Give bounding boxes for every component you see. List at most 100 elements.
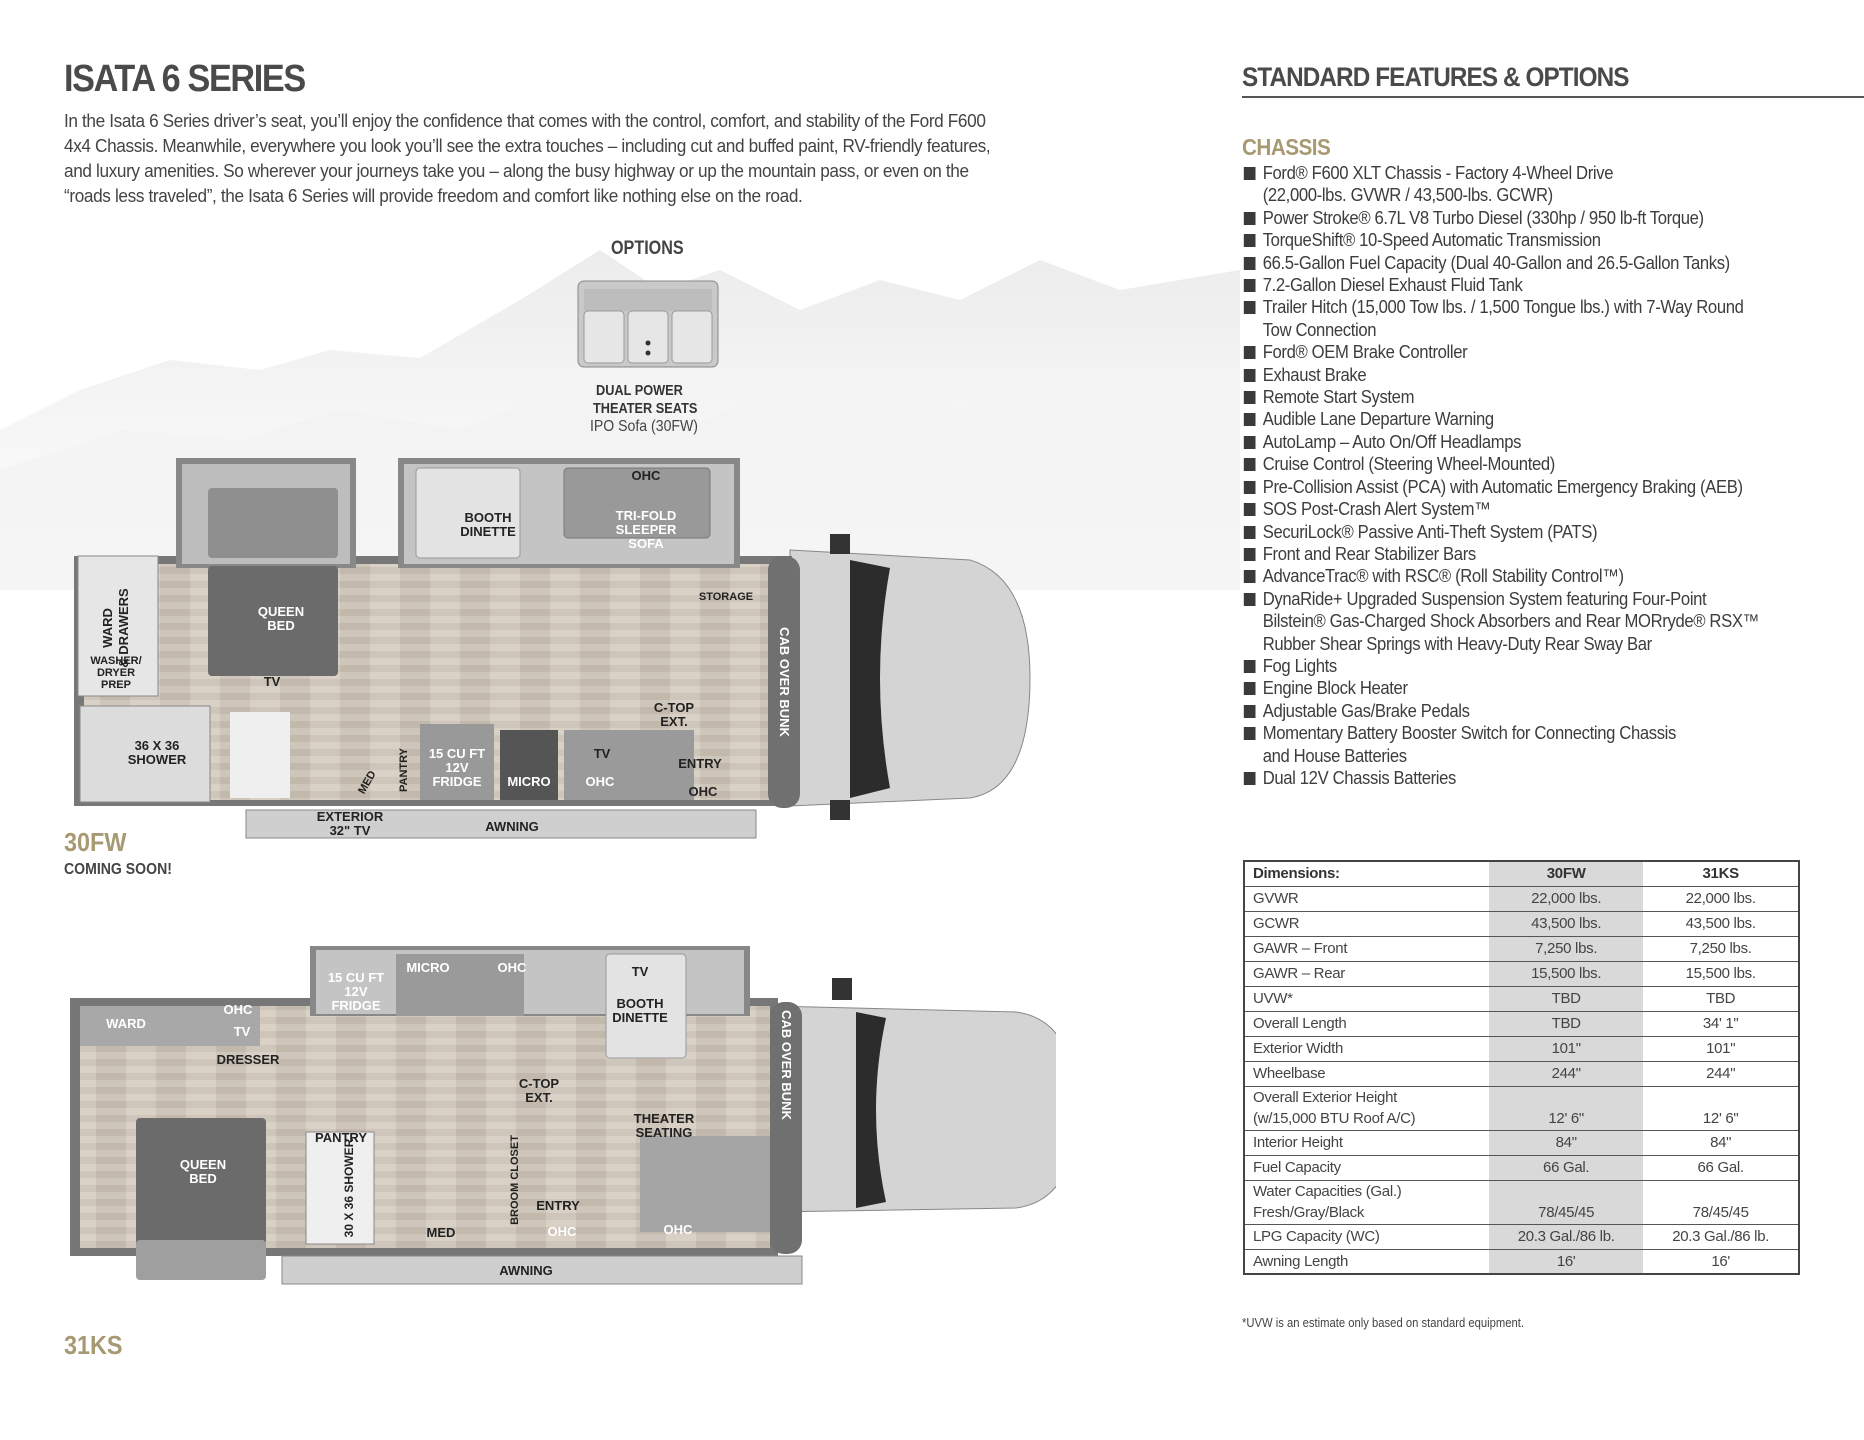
bullet-square-icon [1243,704,1256,718]
fp30-label-washer: WASHER/ [90,655,141,667]
fp31-label-tv: TV [632,964,649,979]
table-header-row: Dimensions: 30FW 31KS [1244,861,1799,887]
fp31-label-bed: BED [189,1171,216,1186]
feature-item: Ford® OEM Brake Controller [1242,341,1863,363]
fp30-label-fridge-12v: 12V [445,760,468,775]
fp31-label-ohc-theater: OHC [664,1222,694,1237]
options-line-3: IPO Sofa (30FW) [590,418,698,435]
model-31ks-title: 31KS [64,1330,123,1360]
table-header-cell: Dimensions: [1244,861,1490,887]
fp30-label-exterior-tv: 32" TV [330,823,371,838]
fp30-label-bed: BED [267,618,294,633]
fp30-label-ohc-entry: OHC [689,784,719,799]
feature-item: Momentary Battery Booster Switch for Con… [1242,722,1863,744]
fp30-label-booth: BOOTH [465,510,512,525]
fp31-label-ohc-entry: OHC [548,1224,578,1239]
fp30-label-ward: WARD [100,608,115,648]
bullet-square-icon [1243,525,1256,539]
model-30fw-title: 30FW [64,827,127,857]
fp30-label-sleeper: SLEEPER [616,522,677,537]
fp31-label-fridge-size: 15 CU FT [328,970,384,985]
fp30-label-fridge-size: 15 CU FT [429,746,485,761]
bullet-square-icon [1243,435,1256,449]
fp30-label-entry: ENTRY [678,756,722,771]
bullet-square-icon [1243,503,1256,517]
fp30-label-pantry: PANTRY [398,747,410,792]
fp31-label-fridge: FRIDGE [331,998,380,1013]
fp31-label-seating: SEATING [636,1125,693,1140]
fp30-label-tv: TV [264,674,281,689]
features-section-chassis: CHASSIS [1242,134,1331,160]
fp30-label-exterior: EXTERIOR [317,809,384,824]
bullet-square-icon [1243,346,1256,360]
feature-item: Audible Lane Departure Warning [1242,408,1863,430]
fp31-label-ohc-bedroom: OHC [224,1002,254,1017]
fp31-label-ctop-ext: EXT. [525,1090,552,1105]
table-header-cell: 30FW [1489,861,1644,887]
fp30-label-micro: MICRO [507,774,550,789]
fp30-label-drawers: & DRAWERS [116,588,131,668]
fp31-label-dresser: DRESSER [217,1052,280,1067]
feature-item: Cruise Control (Steering Wheel-Mounted) [1242,453,1863,475]
options-title: OPTIONS [611,238,684,259]
fp31-label-ohc-kitchen: OHC [498,960,528,975]
fp30-label-shower-size: 36 X 36 [135,738,180,753]
fp30-label-fridge: FRIDGE [432,774,481,789]
feature-item: SecuriLock® Passive Anti-Theft System (P… [1242,521,1863,543]
feature-item: Fog Lights [1242,655,1863,677]
table-row: Overall Exterior Height(w/15,000 BTU Roo… [1244,1086,1799,1131]
fp31-label-cab-over-bunk: CAB OVER BUNK [779,1010,794,1120]
bullet-square-icon [1243,368,1256,382]
bullet-square-icon [1243,547,1256,561]
fp31-label-entry: ENTRY [536,1198,580,1213]
feature-item-continued: Bilstein® Gas-Charged Shock Absorbers an… [1262,610,1760,632]
fp31-label-booth: BOOTH [617,996,664,1011]
model-30fw-status: COMING SOON! [64,861,172,878]
features-title: STANDARD FEATURES & OPTIONS [1242,62,1629,92]
bullet-square-icon [1243,301,1256,315]
fp31-label-shower: 30 X 36 SHOWER [342,1138,356,1237]
feature-item: 66.5-Gallon Fuel Capacity (Dual 40-Gallo… [1242,252,1863,274]
fp30-label-shower: SHOWER [128,752,187,767]
table-header-cell: 31KS [1643,861,1799,887]
floorplan-31ks: 15 CU FT 12V FRIDGE MICRO OHC TV BOOTH D… [70,946,1056,1295]
page-title: ISATA 6 SERIES [64,58,306,100]
feature-item: AdvanceTrac® with RSC® (Roll Stability C… [1242,565,1863,587]
feature-item: Front and Rear Stabilizer Bars [1242,543,1863,565]
feature-item: Ford® F600 XLT Chassis - Factory 4-Wheel… [1242,162,1863,184]
feature-item-continued: Rubber Shear Springs with Heavy-Duty Rea… [1262,632,1653,654]
bullet-square-icon [1243,458,1256,472]
fp31-label-ctop: C-TOP [519,1076,560,1091]
features-list: Ford® F600 XLT Chassis - Factory 4-Wheel… [1242,162,1800,789]
feature-item: AutoLamp – Auto On/Off Headlamps [1242,431,1863,453]
feature-item: 7.2-Gallon Diesel Exhaust Fluid Tank [1242,274,1863,296]
feature-item: Adjustable Gas/Brake Pedals [1242,700,1863,722]
bullet-square-icon [1243,234,1256,248]
options-line-2: THEATER SEATS [593,400,698,417]
dimensions-footnote: *UVW is an estimate only based on standa… [1242,1316,1525,1330]
fp31-label-pantry: PANTRY [315,1130,367,1145]
options-line-1: DUAL POWER [596,382,683,399]
fp31-label-dinette: DINETTE [612,1010,668,1025]
bullet-square-icon [1243,480,1256,494]
bullet-square-icon [1243,570,1256,584]
bullet-square-icon [1243,659,1256,673]
fp31-label-queen: QUEEN [180,1157,226,1172]
fp31-label-theater: THEATER [634,1111,695,1126]
feature-item: TorqueShift® 10-Speed Automatic Transmis… [1242,229,1863,251]
feature-item: Pre-Collision Assist (PCA) with Automati… [1242,476,1863,498]
bullet-square-icon [1243,279,1256,293]
bullet-square-icon [1243,256,1256,270]
fp31-label-broom-closet: BROOM CLOSET [509,1135,521,1225]
fp30-label-trifold: TRI-FOLD [616,508,677,523]
